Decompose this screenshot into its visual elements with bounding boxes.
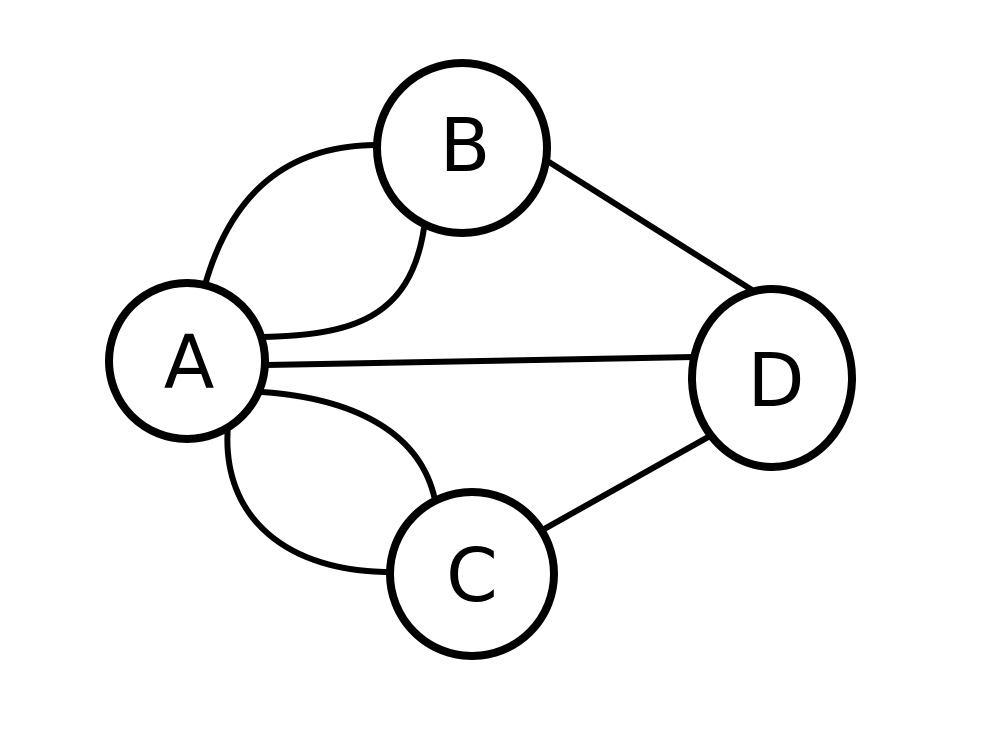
edge-a-b-outer — [202, 142, 381, 288]
edge-a-c-outer — [224, 422, 393, 575]
node-b-circle — [373, 59, 551, 237]
node-d: D — [688, 285, 856, 471]
node-c-label: C — [446, 533, 498, 619]
node-c: C — [386, 488, 558, 660]
edges-layer — [202, 142, 755, 575]
node-a: A — [105, 279, 269, 443]
node-a-circle — [105, 279, 269, 443]
node-c-circle — [386, 488, 558, 660]
node-d-label: D — [748, 338, 805, 424]
node-b-label: B — [440, 103, 491, 189]
node-b: B — [373, 59, 551, 237]
edge-a-c-inner — [259, 389, 438, 503]
edge-c-d — [543, 433, 713, 531]
node-d-ellipse — [688, 285, 856, 471]
edge-a-d — [263, 354, 697, 368]
edge-b-d — [546, 159, 755, 293]
edge-a-b-inner — [259, 225, 427, 340]
node-a-label: A — [164, 320, 215, 406]
